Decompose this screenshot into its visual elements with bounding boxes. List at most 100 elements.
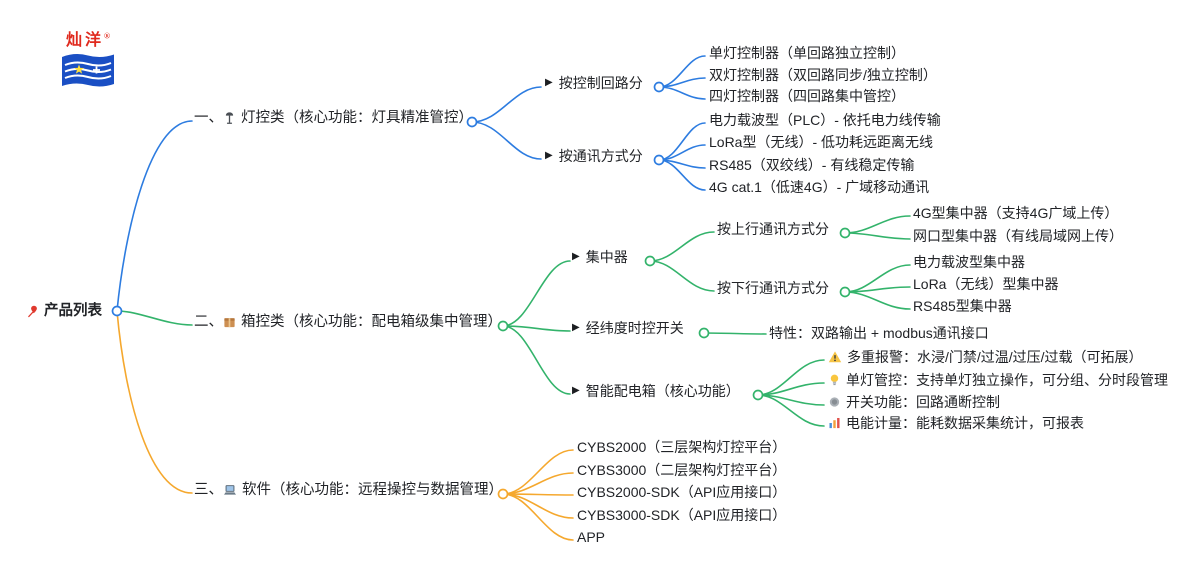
leaf-label: LoRa型（无线）- 低功耗远距离无线 bbox=[709, 134, 934, 150]
node-label: 智能配电箱（核心功能） bbox=[585, 383, 740, 399]
expand-handle[interactable] bbox=[497, 320, 509, 332]
warning-icon bbox=[828, 350, 842, 364]
root-label: 产品列表 bbox=[44, 303, 102, 319]
leaf-label: 四灯控制器（四回路集中管控） bbox=[709, 88, 905, 104]
expand-handle[interactable] bbox=[653, 81, 665, 93]
leaf-label: CYBS2000（三层架构灯控平台） bbox=[577, 439, 787, 455]
leaf-label: 多重报警：水浸/门禁/过温/过压/过载（可拓展） bbox=[847, 349, 1143, 365]
node-label: 按控制回路分 bbox=[558, 75, 643, 91]
bulb-icon bbox=[828, 373, 841, 387]
leaf-label: 电力载波型（PLC）- 依托电力线传输 bbox=[709, 112, 941, 128]
branch-index: 二、 bbox=[194, 314, 223, 330]
node-concentrator[interactable]: ▶ 集中器 bbox=[572, 247, 628, 267]
leaf-single-lamp-mgmt[interactable]: 单灯管控：支持单灯独立操作，可分组、分时段管理 bbox=[828, 370, 1168, 390]
leaf-lora-concentrator[interactable]: LoRa（无线）型集中器 bbox=[913, 274, 1058, 294]
node-uplink-comm[interactable]: 按上行通讯方式分 bbox=[717, 219, 829, 239]
streetlight-icon bbox=[223, 111, 236, 125]
node-latlon-time-switch[interactable]: ▶ 经纬度时控开关 bbox=[572, 318, 684, 338]
branch-title: 箱控类（核心功能：配电箱级集中管理） bbox=[241, 314, 502, 330]
leaf-label: CYBS3000（二层架构灯控平台） bbox=[577, 462, 787, 478]
node-downlink-comm[interactable]: 按下行通讯方式分 bbox=[717, 278, 829, 298]
leaf-4g-cat1-type[interactable]: 4G cat.1（低速4G）- 广域移动通讯 bbox=[709, 177, 929, 197]
leaf-label: 双灯控制器（双回路同步/独立控制） bbox=[709, 67, 937, 83]
leaf-plc-concentrator[interactable]: 电力载波型集中器 bbox=[913, 252, 1025, 272]
leaf-label: 4G型集中器（支持4G广域上传） bbox=[913, 205, 1119, 221]
leaf-label: LoRa（无线）型集中器 bbox=[913, 276, 1059, 292]
leaf-label: 电能计量：能耗数据采集统计，可报表 bbox=[846, 415, 1084, 431]
leaf-label: CYBS3000-SDK（API应用接口） bbox=[577, 507, 787, 523]
company-logo: 灿洋® bbox=[56, 26, 120, 92]
brand-text: 灿洋 bbox=[66, 32, 105, 49]
branch-index: 三、 bbox=[194, 482, 223, 498]
leaf-cybs2000[interactable]: CYBS2000（三层架构灯控平台） bbox=[577, 437, 786, 457]
leaf-label: APP bbox=[577, 529, 606, 545]
leaf-quad-lamp-controller[interactable]: 四灯控制器（四回路集中管控） bbox=[709, 86, 905, 106]
expand-handle[interactable] bbox=[644, 255, 656, 267]
box-icon bbox=[223, 315, 236, 329]
leaf-rs485-concentrator[interactable]: RS485型集中器 bbox=[913, 296, 1012, 316]
leaf-switch-function[interactable]: 开关功能：回路通断控制 bbox=[828, 392, 1000, 412]
expand-handle[interactable] bbox=[466, 116, 478, 128]
triangle-bullet-icon: ▶ bbox=[545, 77, 553, 88]
expand-handle[interactable] bbox=[839, 286, 851, 298]
leaf-ethernet-concentrator[interactable]: 网口型集中器（有线局域网上传） bbox=[913, 226, 1123, 246]
expand-handle[interactable] bbox=[111, 305, 123, 317]
knob-icon bbox=[828, 395, 841, 409]
branch-title: 软件（核心功能：远程操控与数据管理） bbox=[242, 482, 503, 498]
leaf-label: RS485型集中器 bbox=[913, 298, 1012, 314]
node-smart-distribution-box[interactable]: ▶ 智能配电箱（核心功能） bbox=[572, 381, 740, 401]
leaf-multi-alarm[interactable]: 多重报警：水浸/门禁/过温/过压/过载（可拓展） bbox=[828, 347, 1143, 367]
expand-handle[interactable] bbox=[653, 154, 665, 166]
triangle-bullet-icon: ▶ bbox=[572, 322, 580, 333]
leaf-plc-type[interactable]: 电力载波型（PLC）- 依托电力线传输 bbox=[709, 110, 941, 130]
triangle-bullet-icon: ▶ bbox=[545, 150, 553, 161]
branch-light-control[interactable]: 一、 灯控类（核心功能：灯具精准管控） bbox=[194, 108, 473, 128]
leaf-label: 单灯管控：支持单灯独立操作，可分组、分时段管理 bbox=[846, 372, 1168, 388]
expand-handle[interactable] bbox=[497, 488, 509, 500]
branch-index: 一、 bbox=[194, 110, 223, 126]
node-label: 按通讯方式分 bbox=[558, 148, 643, 164]
branch-title: 灯控类（核心功能：灯具精准管控） bbox=[241, 110, 473, 126]
handles-layer bbox=[111, 81, 851, 500]
node-label: 按上行通讯方式分 bbox=[717, 221, 829, 237]
root-node[interactable]: 产品列表 bbox=[26, 301, 102, 321]
leaf-label: 单灯控制器（单回路独立控制） bbox=[709, 45, 905, 61]
leaf-label: 网口型集中器（有线局域网上传） bbox=[913, 228, 1123, 244]
node-label: 按下行通讯方式分 bbox=[717, 280, 829, 296]
leaf-app[interactable]: APP bbox=[577, 527, 605, 547]
leaf-single-lamp-controller[interactable]: 单灯控制器（单回路独立控制） bbox=[709, 43, 905, 63]
flag-logo-icon bbox=[62, 54, 114, 87]
expand-handle[interactable] bbox=[752, 389, 764, 401]
leaf-time-switch-feature[interactable]: 特性：双路输出 + modbus通讯接口 bbox=[769, 323, 989, 343]
leaf-lora-type[interactable]: LoRa型（无线）- 低功耗远距离无线 bbox=[709, 132, 933, 152]
registered-mark: ® bbox=[104, 31, 110, 41]
chart-icon bbox=[828, 416, 841, 430]
leaf-dual-lamp-controller[interactable]: 双灯控制器（双回路同步/独立控制） bbox=[709, 65, 937, 85]
leaf-cybs3000-sdk[interactable]: CYBS3000-SDK（API应用接口） bbox=[577, 505, 786, 525]
node-by-control-loop[interactable]: ▶ 按控制回路分 bbox=[545, 73, 643, 93]
leaf-cybs2000-sdk[interactable]: CYBS2000-SDK（API应用接口） bbox=[577, 482, 786, 502]
leaf-cybs3000[interactable]: CYBS3000（二层架构灯控平台） bbox=[577, 460, 786, 480]
brand-name: 灿洋® bbox=[56, 26, 120, 50]
leaf-label: RS485（双绞线）- 有线稳定传输 bbox=[709, 157, 915, 173]
expand-handle[interactable] bbox=[839, 227, 851, 239]
pin-icon bbox=[26, 304, 39, 318]
leaf-label: CYBS2000-SDK（API应用接口） bbox=[577, 484, 787, 500]
leaf-rs485-type[interactable]: RS485（双绞线）- 有线稳定传输 bbox=[709, 155, 914, 175]
node-label: 经纬度时控开关 bbox=[585, 320, 684, 336]
leaf-4g-concentrator[interactable]: 4G型集中器（支持4G广域上传） bbox=[913, 203, 1118, 223]
leaf-energy-metering[interactable]: 电能计量：能耗数据采集统计，可报表 bbox=[828, 413, 1084, 433]
branch-box-control[interactable]: 二、 箱控类（核心功能：配电箱级集中管理） bbox=[194, 312, 502, 332]
branch-software[interactable]: 三、 软件（核心功能：远程操控与数据管理） bbox=[194, 480, 503, 500]
laptop-icon bbox=[223, 483, 237, 497]
expand-handle[interactable] bbox=[698, 327, 710, 339]
node-by-comm-method[interactable]: ▶ 按通讯方式分 bbox=[545, 146, 643, 166]
leaf-label: 开关功能：回路通断控制 bbox=[846, 394, 1000, 410]
triangle-bullet-icon: ▶ bbox=[572, 251, 580, 262]
leaf-label: 特性：双路输出 + modbus通讯接口 bbox=[769, 325, 989, 341]
triangle-bullet-icon: ▶ bbox=[572, 385, 580, 396]
node-label: 集中器 bbox=[585, 249, 628, 265]
leaf-label: 4G cat.1（低速4G）- 广域移动通讯 bbox=[709, 179, 930, 195]
